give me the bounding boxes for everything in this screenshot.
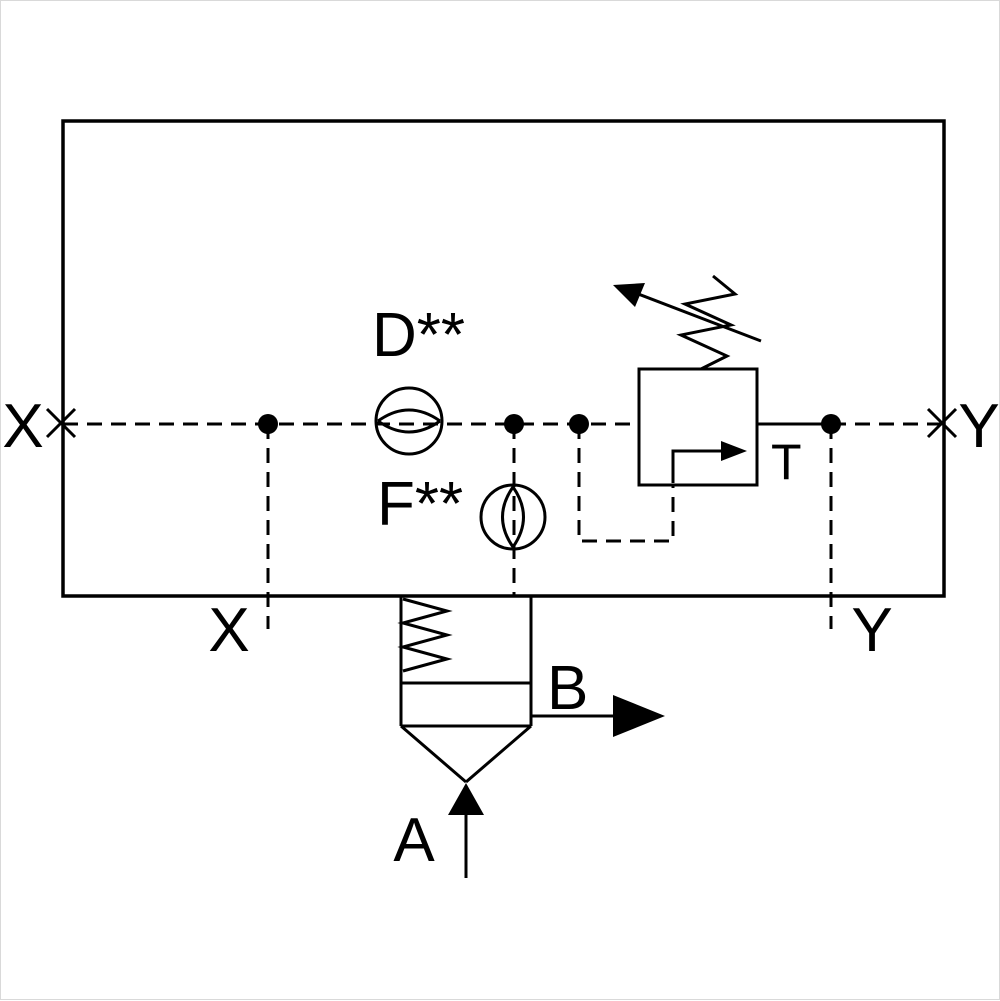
orifice-d-circle <box>374 386 444 456</box>
poppet-cone-right-edge <box>465 724 532 784</box>
cartridge-spring-icon <box>397 597 453 673</box>
orifice-f-label: F** <box>377 470 463 539</box>
port-y-plug-stroke-2 <box>926 407 958 439</box>
orifice-f-icon <box>479 483 547 551</box>
orifice-d-arc-lower <box>377 419 441 434</box>
port-x-bottom-label: X <box>208 596 249 665</box>
flow-arrow-b-head <box>613 695 665 737</box>
pilot-line-relief-loop <box>577 424 675 543</box>
port-y-plug-icon <box>926 407 958 439</box>
port-x-plug-stroke-2 <box>45 407 77 439</box>
port-y-bottom-label: Y <box>851 596 892 665</box>
relief-valve-spring-icon <box>676 274 739 371</box>
port-b-label: B <box>547 654 588 723</box>
flow-arrow-a-icon <box>448 783 484 878</box>
main-cartridge-valve <box>397 596 533 784</box>
pilot-relief-valve <box>613 274 762 487</box>
relief-valve-body <box>637 367 759 487</box>
spring-adjustment-arrowhead-icon <box>613 283 645 307</box>
orifice-d-icon <box>374 386 444 456</box>
orifice-d-arc-upper <box>377 408 441 423</box>
orifice-d-label: D** <box>372 301 465 370</box>
port-y-right-label: Y <box>958 392 999 461</box>
flow-arrow-b-icon <box>531 695 665 737</box>
poppet-cone-icon <box>400 724 532 784</box>
manifold-block-outline <box>61 119 946 598</box>
port-x-left-label: X <box>2 392 43 461</box>
flow-arrow-a-head <box>448 783 484 815</box>
poppet-cone-left-edge <box>400 724 467 784</box>
relief-valve-flow-path <box>671 449 723 483</box>
orifice-f-arc-right <box>511 486 525 548</box>
orifice-f-circle <box>479 483 547 551</box>
orifice-f-arc-left <box>501 486 515 548</box>
relief-valve-flow-arrowhead-icon <box>721 441 747 461</box>
port-t-label: T <box>771 434 802 490</box>
port-x-plug-icon <box>45 407 77 439</box>
port-a-label: A <box>393 806 435 875</box>
spring-adjustment-arrow-shaft <box>632 290 762 343</box>
